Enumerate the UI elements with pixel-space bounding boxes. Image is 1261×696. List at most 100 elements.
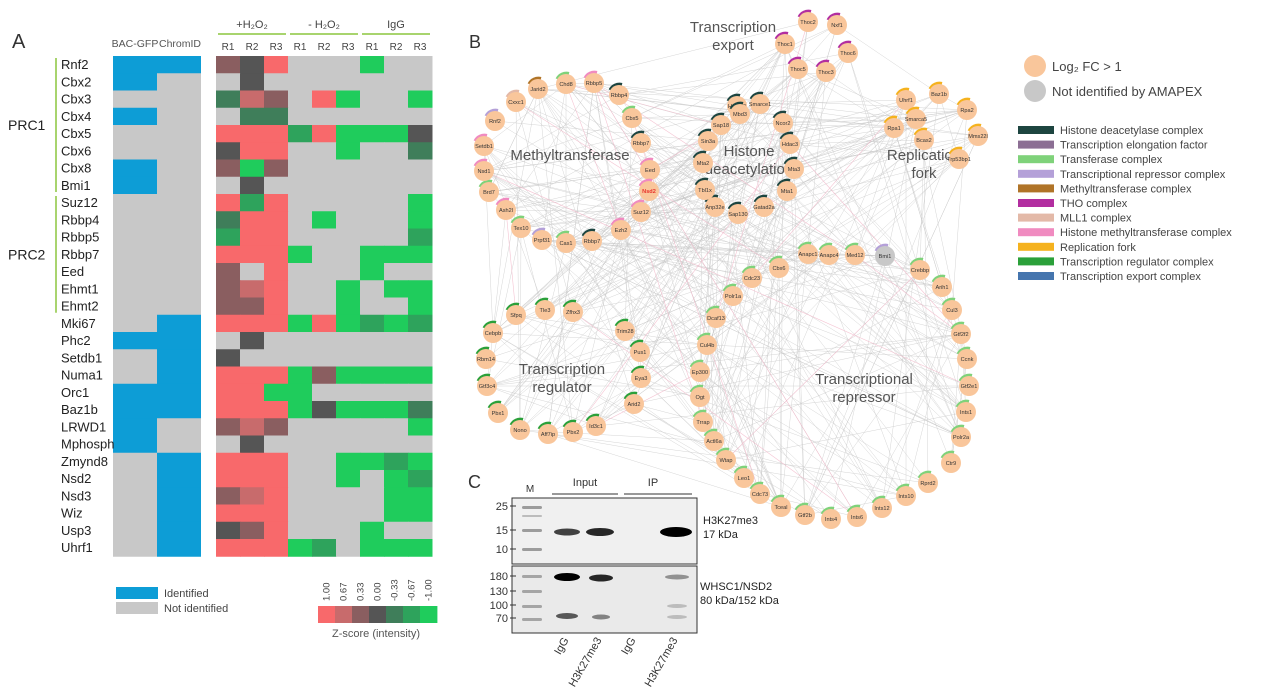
zscore-cell [384,383,409,402]
zscore-cell [384,125,409,143]
colorbar-segment [369,606,387,623]
node-label: Ints4 [825,517,837,523]
bacgfp-cell [113,228,157,247]
zscore-cell [264,297,289,316]
node-label: Chd8 [559,82,572,88]
zscore-cell [288,401,313,419]
network-edge [486,255,886,387]
node-circle [941,453,961,473]
network-node: Rbbp7 [581,228,602,251]
node-complex-arc [948,146,963,155]
zscore-cell [312,297,337,316]
network-edge [649,169,907,497]
node-complex-arc [753,194,768,203]
zscore-cell [312,194,337,212]
zscore-cell [408,280,433,298]
legend-complex-swatch [1018,199,1054,207]
zscore-cell [360,401,385,419]
zscore-cell [360,539,385,557]
node-circle [773,113,793,133]
network-node: Smarce1 [749,91,771,114]
zscore-cell [360,56,385,74]
zscore-cell [336,194,361,212]
node-label: Eed [645,168,655,174]
protein-label: Usp3 [61,523,91,538]
network-edge [640,211,883,509]
zscore-cell [216,487,241,505]
node-circle [511,218,531,238]
network-edge [725,253,809,461]
node-label: Med12 [846,253,863,259]
node-complex-arc [967,123,982,132]
node-circle [827,15,847,35]
zscore-cell [288,56,313,74]
network-node: Leo1 [733,465,754,488]
zscore-cell [336,504,361,523]
chromid-cell [157,435,201,454]
zscore-cell [264,176,289,195]
zscore-cell [288,521,313,540]
zscore-cell [264,383,289,402]
network-edge [915,118,968,360]
node-circle [510,420,530,440]
zscore-cell [216,383,241,402]
zscore-cell [360,280,385,298]
zscore-cell [240,73,265,91]
zscore-cell [288,504,313,523]
network-edge [515,101,574,313]
node-complex-arc [696,332,711,341]
zscore-cell [264,159,289,178]
legend-label-identified: Identified [164,588,209,600]
node-circle [845,245,865,265]
network-node: Rbm14 [475,346,496,369]
network-edges [483,21,979,520]
node-complex-arc [621,105,636,114]
node-label: Eya3 [635,376,648,382]
node-complex-arc [846,504,861,513]
node-complex-arc [537,421,552,430]
node-complex-arc [583,70,598,79]
node-complex-arc [794,502,809,511]
zscore-cell [264,332,289,350]
network-node: Ccnk [956,346,977,369]
network-node: Sap130 [727,201,748,224]
zscore-cell [336,176,361,195]
zscore-cell [216,401,241,419]
network-node: Cdc73 [749,481,770,504]
protein-label: LRWD1 [61,419,106,434]
network-edge-highlight [595,371,701,427]
node-complex-arc [844,242,859,251]
network-node: Arid2 [623,391,644,414]
zscore-cell [288,314,313,333]
zscore-cell [360,107,385,126]
zscore-cell [288,435,313,454]
zscore-cell [312,418,337,436]
legend-complex-swatch [1018,213,1054,222]
bacgfp-cell [113,107,157,126]
zscore-cell [240,107,265,126]
network-node: Tle3 [534,297,555,320]
marker-lane-header: M [526,484,534,495]
node-label: Arih1 [935,285,948,291]
network-edge [483,145,962,335]
network-node: Suz12 [630,199,651,222]
zscore-cell [240,401,265,419]
network-node: Tex10 [510,215,531,238]
panel-label-b: B [469,32,481,52]
node-circle [730,104,750,124]
network-node: Actl6a [703,428,724,451]
zscore-cell [264,73,289,91]
node-complex-arc [722,283,737,292]
protein-label: Rbbp7 [61,247,99,262]
zscore-cell [408,383,433,402]
network-edge [486,385,597,427]
chromid-cell [157,263,201,281]
node-label: Thoc3 [818,70,834,76]
network-edge [856,333,962,518]
zscore-cell [384,521,409,540]
node-circle [896,90,916,110]
network-edge [639,317,717,353]
zscore-cell [312,349,337,367]
node-label: Uhrf1 [899,98,913,104]
